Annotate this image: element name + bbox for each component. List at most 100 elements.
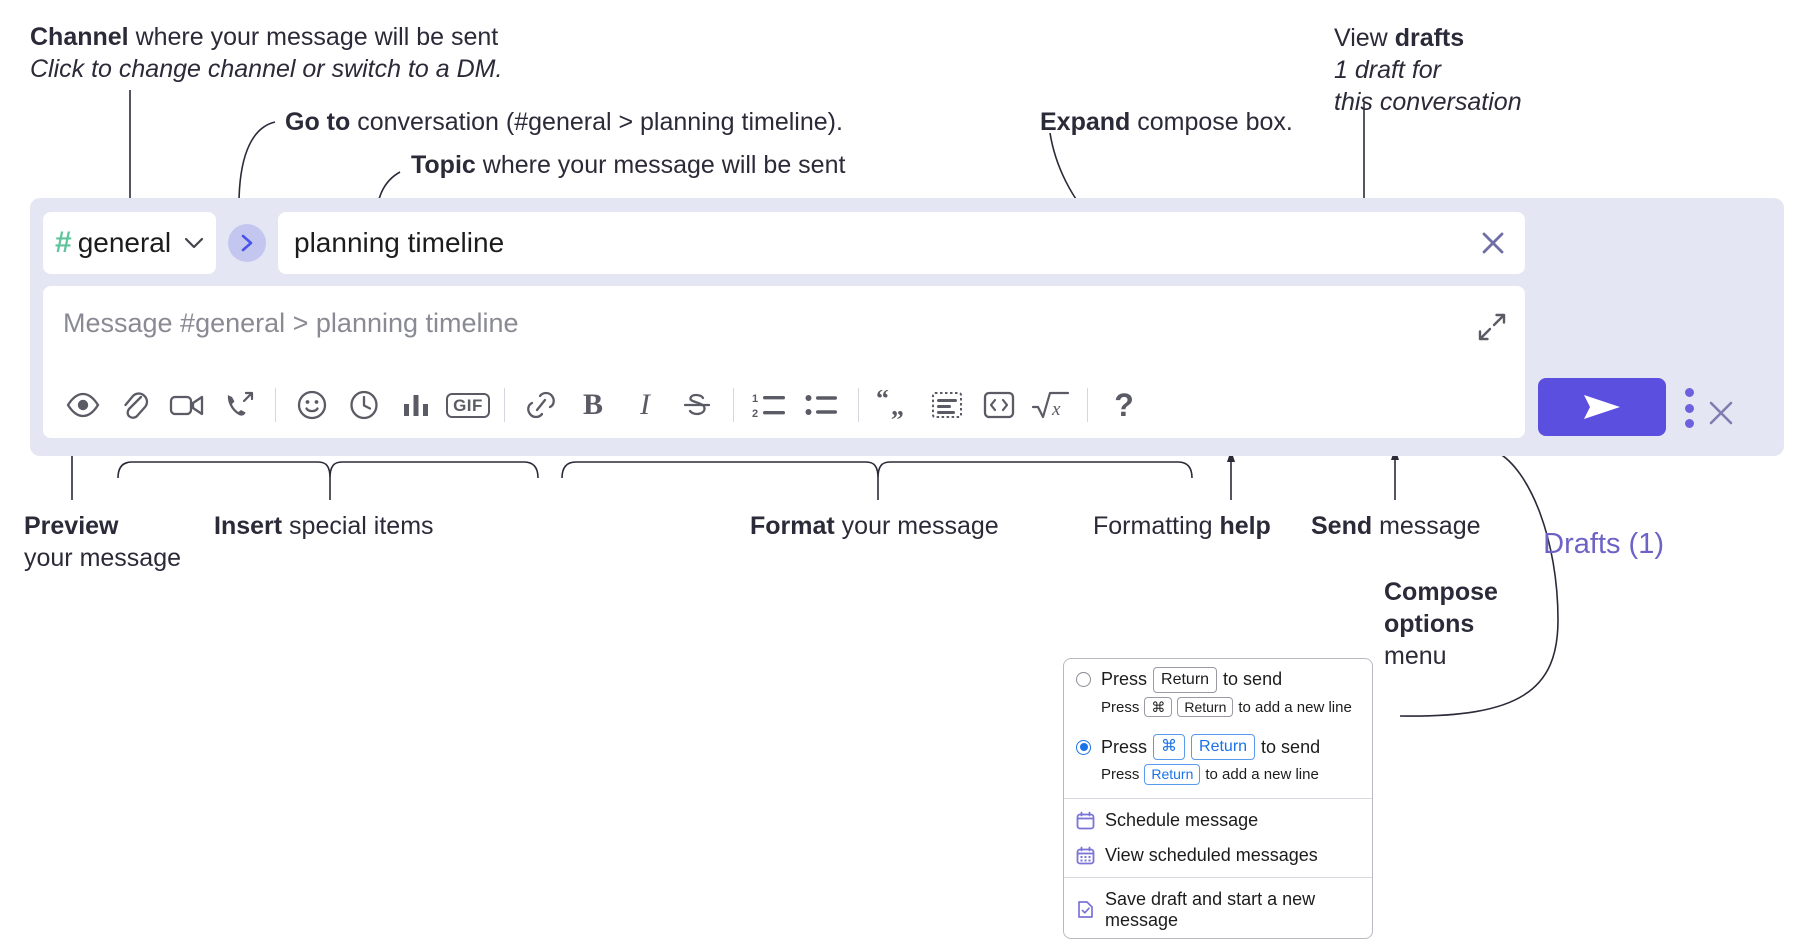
topic-input[interactable]: planning timeline <box>294 227 505 258</box>
annotation-topic-rest: where your message will be sent <box>475 151 846 179</box>
annotation-channel: Channel where your message will be sent … <box>30 22 502 86</box>
compose-options-button[interactable] <box>1672 388 1706 428</box>
send-option-return[interactable]: Press Return to send <box>1064 659 1372 695</box>
menu-item-label: View scheduled messages <box>1105 844 1318 865</box>
annotation-help-bold: help <box>1219 512 1271 540</box>
option1-sub-rest: to add a new line <box>1238 698 1352 716</box>
annotation-insert: Insert special items <box>214 511 434 543</box>
clear-topic-icon[interactable] <box>1477 227 1509 259</box>
gif-icon[interactable]: GIF <box>442 379 494 431</box>
strikethrough-icon[interactable] <box>671 379 723 431</box>
bold-icon[interactable]: B <box>582 388 603 421</box>
code-block-icon[interactable] <box>921 379 973 431</box>
svg-text:x: x <box>1051 399 1061 420</box>
channel-name: general <box>77 227 172 258</box>
option1-press: Press <box>1101 669 1148 690</box>
option2-sub: Press Return to add a new line <box>1064 762 1372 794</box>
radio-return[interactable] <box>1076 672 1091 688</box>
close-panel-icon[interactable] <box>1706 398 1736 433</box>
message-box[interactable]: Message #general > planning timeline <box>43 286 1525 438</box>
go-to-conversation-button[interactable] <box>228 224 266 262</box>
menu-item-view-scheduled[interactable]: View scheduled messages <box>1064 838 1372 873</box>
annotation-send: Send message <box>1311 511 1481 543</box>
annotation-preview-rest: your message <box>24 543 182 572</box>
annotation-goto: Go to conversation (#general > planning … <box>285 107 843 139</box>
menu-item-schedule-message[interactable]: Schedule message <box>1064 803 1372 838</box>
chevron-down-icon <box>184 233 204 254</box>
option2-press: Press <box>1101 736 1148 757</box>
blockquote-icon[interactable]: “„ <box>869 379 921 431</box>
gif-label: GIF <box>446 392 490 418</box>
svg-text:2: 2 <box>752 408 758 420</box>
video-icon[interactable] <box>161 379 213 431</box>
math-icon[interactable]: x <box>1025 379 1077 431</box>
toolbar-divider <box>504 388 505 422</box>
option2-sub-rest: to add a new line <box>1205 766 1319 784</box>
annotation-drafts: View drafts 1 draft for this conversatio… <box>1334 23 1522 118</box>
annotation-expand-rest: compose box. <box>1130 108 1293 136</box>
kebab-dot <box>1684 388 1694 397</box>
bulleted-list-icon[interactable] <box>796 379 848 431</box>
schedule-icon[interactable] <box>338 379 390 431</box>
toolbar-divider <box>733 388 734 422</box>
calendar-icon <box>1076 811 1095 830</box>
preview-icon[interactable] <box>57 379 109 431</box>
option1-sub: Press ⌘ Return to add a new line <box>1064 695 1372 727</box>
toolbar-divider <box>858 388 859 422</box>
poll-icon[interactable] <box>390 379 442 431</box>
formatting-help-icon[interactable]: ? <box>1098 379 1150 431</box>
link-icon[interactable] <box>515 379 567 431</box>
annotation-goto-bold: Go to <box>285 108 351 136</box>
annotation-goto-rest: conversation (#general > planning timeli… <box>350 108 843 136</box>
code-icon[interactable] <box>973 379 1025 431</box>
svg-text:„: „ <box>891 392 904 420</box>
option2-key-cmd: ⌘ <box>1153 734 1186 761</box>
send-message-button[interactable] <box>1538 378 1666 436</box>
option1-tosend: to send <box>1223 669 1283 690</box>
help-label: ? <box>1114 387 1134 423</box>
toolbar-divider <box>1087 388 1088 422</box>
annotation-compose-options: Compose options menu <box>1384 577 1498 672</box>
emoji-icon[interactable] <box>286 379 338 431</box>
menu-item-save-draft[interactable]: Save draft and start a new message <box>1064 882 1372 938</box>
option2-key-return: Return <box>1191 734 1256 761</box>
annotation-expand-bold: Expand <box>1040 108 1131 136</box>
annotation-channel-bold: Channel <box>30 23 129 51</box>
message-input-placeholder: Message #general > planning timeline <box>63 308 519 338</box>
kebab-dot <box>1684 403 1694 413</box>
annotation-compose-rest: menu <box>1384 641 1447 670</box>
italic-icon[interactable]: I <box>640 388 650 421</box>
kebab-dot <box>1684 419 1694 428</box>
drafts-link[interactable]: Drafts (1) <box>1543 528 1664 560</box>
annotation-drafts-italic2: this conversation <box>1334 87 1522 116</box>
topic-field[interactable]: planning timeline <box>278 212 1525 274</box>
option1-sub-key-cmd: ⌘ <box>1144 696 1173 718</box>
channel-selector[interactable]: # general <box>43 212 216 274</box>
expand-compose-icon[interactable] <box>1477 312 1507 347</box>
audio-clip-icon[interactable] <box>213 379 265 431</box>
compose-panel: # general planning timeline Message #gen… <box>30 198 1784 560</box>
option2-sub-key-return: Return <box>1144 764 1201 785</box>
menu-item-label: Save draft and start a new message <box>1105 888 1316 930</box>
option1-main: Press Return to send <box>1101 667 1282 693</box>
option1-sub-press: Press <box>1101 698 1140 716</box>
menu-divider <box>1064 876 1372 878</box>
send-option-cmd-return[interactable]: Press ⌘ Return to send <box>1064 726 1372 762</box>
annotation-help-normal: Formatting <box>1093 512 1220 540</box>
annotation-drafts-italic1: 1 draft for <box>1334 55 1441 84</box>
annotation-insert-rest: special items <box>282 512 434 540</box>
annotation-channel-rest: where your message will be sent <box>128 23 499 51</box>
radio-cmd-return[interactable] <box>1076 739 1091 755</box>
conversation-row: # general planning timeline <box>43 212 1525 274</box>
option2-main: Press ⌘ Return to send <box>1101 734 1320 761</box>
option1-key-return: Return <box>1153 667 1218 693</box>
annotation-preview: Preview your message <box>24 511 181 575</box>
annotation-format-bold: Format <box>750 512 835 540</box>
hash-icon: # <box>55 226 72 259</box>
save-draft-icon <box>1076 900 1095 919</box>
attachment-icon[interactable] <box>109 379 161 431</box>
annotation-topic-bold: Topic <box>411 151 476 179</box>
